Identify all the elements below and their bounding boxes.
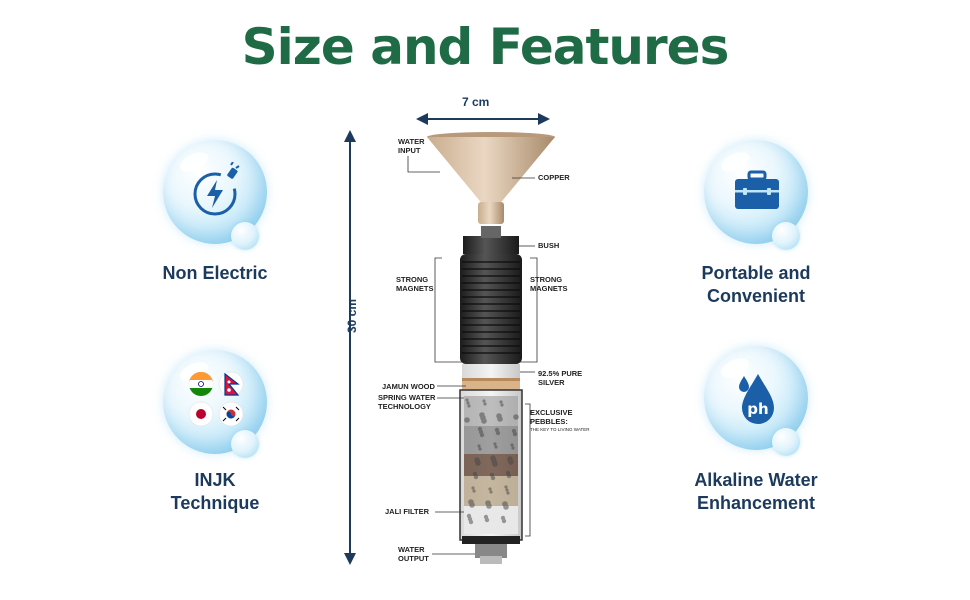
lightning-icon <box>193 162 240 216</box>
annotation-copper: COPPER <box>538 173 570 182</box>
height-label: 30 cm <box>345 298 359 333</box>
toolbox-icon <box>735 170 779 209</box>
feature-label-line1: Alkaline Water <box>694 470 818 490</box>
annotation-exclusive-pebbles: EXCLUSIVE PEBBLES: <box>530 408 573 426</box>
mini-bubble <box>772 428 800 456</box>
feature-label-line2: Convenient <box>706 286 805 306</box>
flags-icon <box>188 371 244 427</box>
annotation-spring-water: SPRING WATER TECHNOLOGY <box>378 393 436 411</box>
page-title: Size and Features <box>241 18 730 76</box>
annotation-bush: BUSH <box>538 241 560 250</box>
annotation-water-input: WATER INPUT <box>398 137 425 155</box>
feature-label-line1: INJK <box>194 470 236 490</box>
mini-bubble <box>231 222 259 250</box>
annotation-pebbles-subtext: THE KEY TO LIVING WATER <box>530 427 590 432</box>
mini-bubble <box>231 430 259 458</box>
annotation-silver: 92.5% PURE SILVER <box>538 369 583 387</box>
annotation-strong-magnets-right: STRONG MAGNETS <box>530 275 568 293</box>
annotation-jamun-wood: JAMUN WOOD <box>382 382 435 391</box>
annotation-water-output: WATER OUTPUT <box>398 545 429 563</box>
water-drop-icon: ph <box>739 374 774 424</box>
feature-alkaline: ph Alkaline Water Enhancement <box>646 346 866 516</box>
filter-device-illustration <box>407 132 555 564</box>
width-label: 7 cm <box>462 95 490 109</box>
height-dimension-arrow <box>344 130 356 565</box>
feature-label-line2: Technique <box>170 493 260 513</box>
feature-injk: INJK Technique <box>105 350 325 520</box>
feature-portable: Portable and Convenient <box>646 140 866 310</box>
width-dimension-arrow <box>416 113 550 125</box>
feature-label-line2: Enhancement <box>696 493 816 513</box>
feature-label-line1: Portable and <box>701 263 811 283</box>
annotation-strong-magnets-left: STRONG MAGNETS <box>396 275 434 293</box>
ph-label: ph <box>747 400 768 418</box>
feature-label: Non Electric <box>162 263 268 283</box>
feature-non-electric: Non Electric <box>105 140 325 300</box>
mini-bubble <box>772 222 800 250</box>
annotation-jali-filter: JALI FILTER <box>385 507 430 516</box>
